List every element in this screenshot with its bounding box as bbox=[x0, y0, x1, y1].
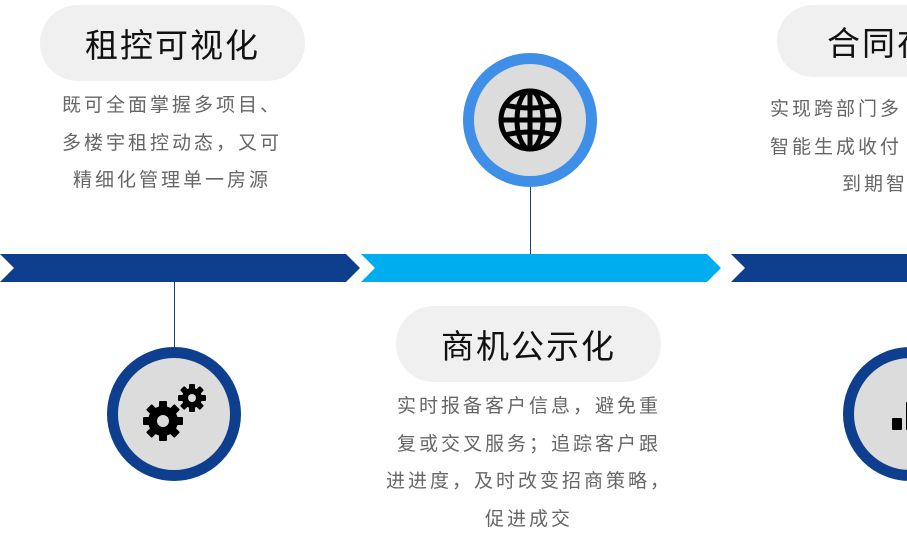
feature-description: 实现跨部门多 智能生成收付 到期智 bbox=[770, 91, 907, 204]
description-line: 智能生成收付 bbox=[770, 135, 903, 158]
bar-chart-icon bbox=[892, 402, 907, 430]
description-line: 到期智 bbox=[842, 173, 907, 195]
feature-title: 租控可视化 bbox=[85, 26, 260, 65]
description-line: 促进成交 bbox=[484, 507, 573, 530]
timeline-segment-1 bbox=[0, 254, 362, 282]
timeline-segment-3 bbox=[731, 254, 907, 282]
feature-icon-circle bbox=[843, 347, 907, 481]
feature-description: 既可全面掌握多项目、 多楼宇租控动态，又可 精细化管理单一房源 bbox=[22, 87, 322, 200]
description-line: 实时报备客户信息，避免重 bbox=[396, 395, 661, 417]
timeline-segment-2 bbox=[361, 254, 723, 282]
gears-icon bbox=[143, 384, 206, 441]
description-line: 复或交叉服务；追踪客户跟 bbox=[396, 432, 661, 455]
feature-title-pill: 商机公示化 bbox=[396, 306, 661, 382]
globe-icon bbox=[498, 88, 562, 152]
description-line: 既可全面掌握多项目、 bbox=[61, 94, 282, 116]
description-line: 实现跨部门多 bbox=[770, 98, 903, 120]
description-line: 精细化管理单一房源 bbox=[72, 169, 271, 191]
feature-icon-circle bbox=[463, 53, 597, 187]
description-line: 进进度，及时改变招商策略， bbox=[385, 470, 672, 492]
feature-3-clip: 合同在 实现跨部门多 智能生成收付 到期智 bbox=[700, 0, 907, 546]
feature-title-pill: 租控可视化 bbox=[40, 5, 305, 81]
feature-title: 商机公示化 bbox=[441, 327, 616, 366]
connector-line bbox=[174, 282, 175, 348]
feature-icon-circle bbox=[107, 347, 241, 481]
feature-title-pill: 合同在 bbox=[777, 5, 907, 77]
feature-description: 实时报备客户信息，避免重 复或交叉服务；追踪客户跟 进进度，及时改变招商策略， … bbox=[364, 388, 694, 538]
description-line: 多楼宇租控动态，又可 bbox=[61, 131, 282, 154]
connector-line bbox=[530, 187, 531, 254]
feature-title: 合同在 bbox=[827, 24, 907, 63]
